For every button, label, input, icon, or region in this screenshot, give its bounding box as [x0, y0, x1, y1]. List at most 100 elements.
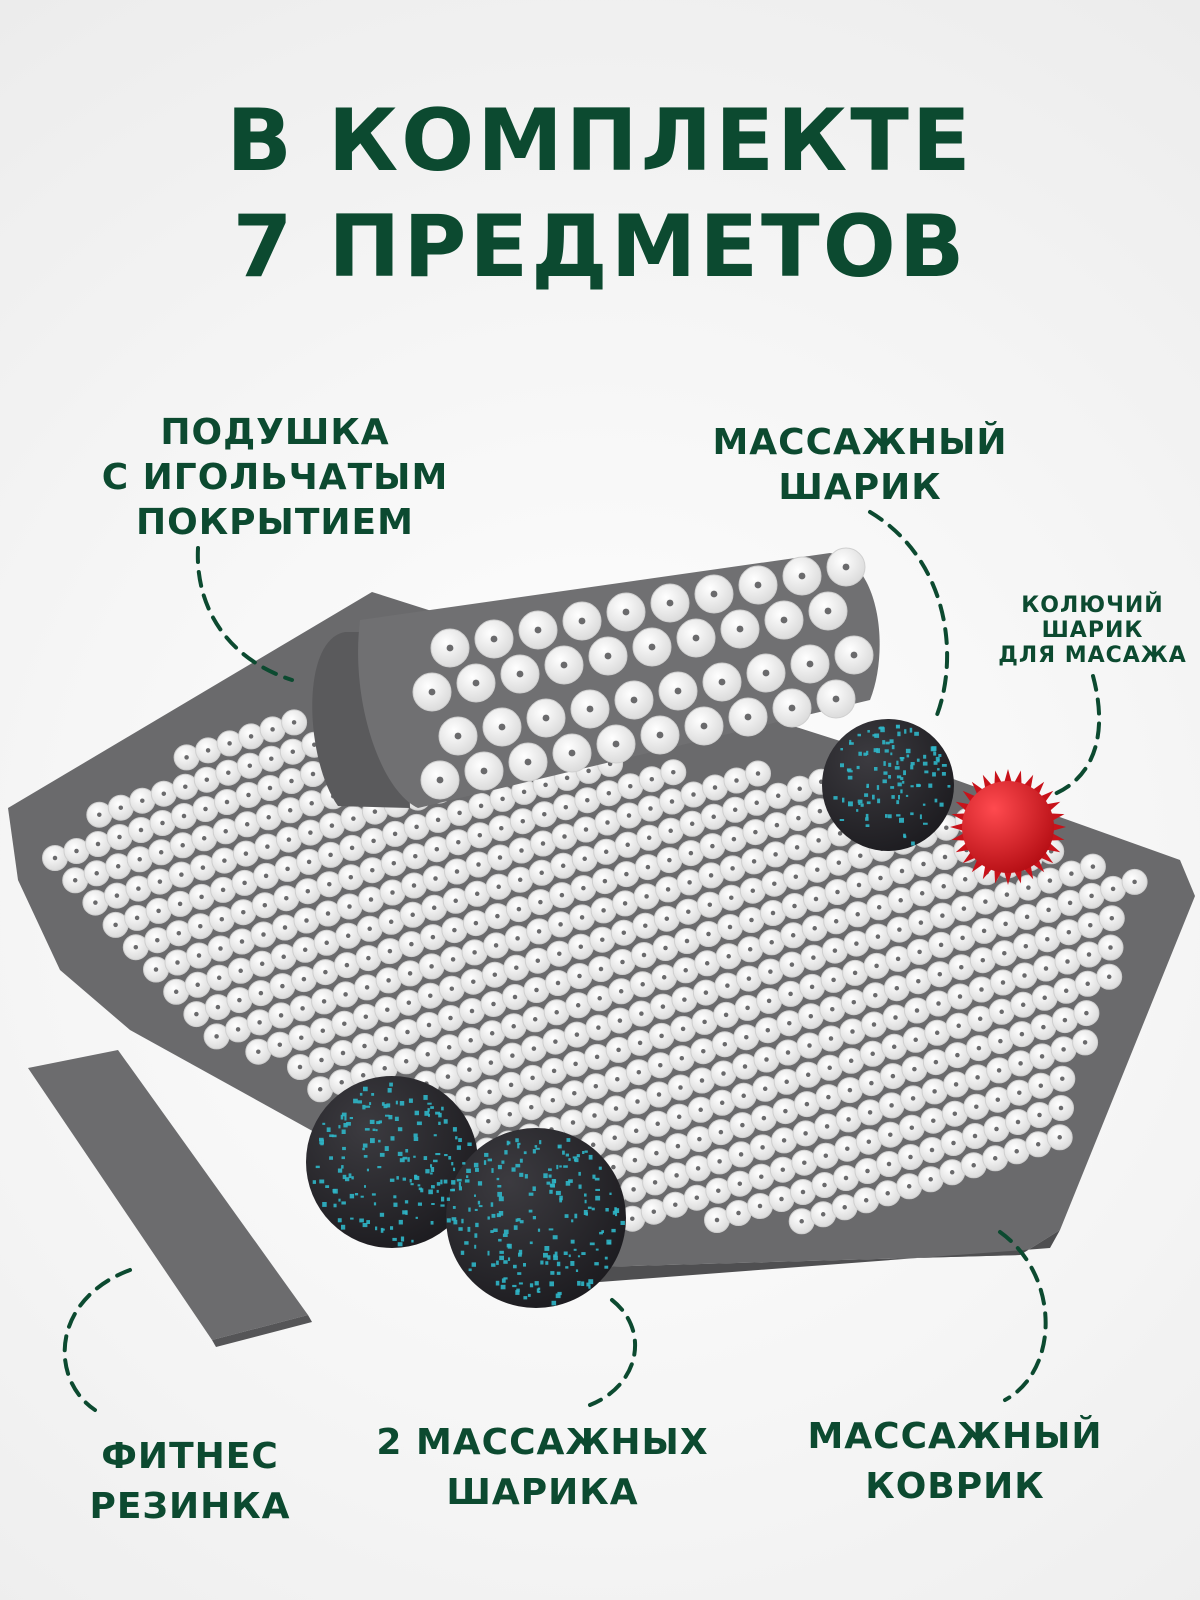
speckle	[562, 1150, 565, 1155]
mat-spike-hole	[652, 1180, 658, 1185]
mat-spike-hole	[807, 1043, 812, 1048]
mat-spike-hole	[585, 797, 590, 803]
mat-spike-hole	[465, 1096, 471, 1102]
speckle	[383, 1104, 388, 1109]
mat-spike-hole	[667, 857, 672, 863]
mat-spike-hole	[704, 961, 710, 966]
mat-spike-hole	[975, 1075, 980, 1080]
speckle	[315, 1165, 320, 1169]
speckle	[888, 775, 891, 779]
speckle	[478, 1205, 483, 1208]
speckle	[424, 1110, 430, 1116]
mat-spike-hole	[284, 895, 289, 901]
mat-spike-hole	[214, 1034, 219, 1039]
mat-spike-hole	[259, 961, 265, 967]
mat-spike-hole	[805, 1072, 811, 1078]
mat-spike-hole	[277, 1042, 283, 1047]
speckle	[858, 803, 861, 805]
mat-spike-hole	[796, 815, 801, 821]
mat-spike-hole	[347, 904, 352, 909]
speckle	[491, 1213, 496, 1218]
mat-spike-hole	[866, 1139, 872, 1144]
speckle	[882, 740, 886, 745]
label-mat: МАССАЖНЫЙ КОВРИК	[780, 1412, 1130, 1512]
double-ball-left	[306, 1076, 478, 1248]
speckle	[906, 754, 910, 758]
mat-spike-hole	[1046, 907, 1051, 913]
speckle	[396, 1176, 399, 1180]
speckle	[397, 1127, 403, 1132]
mat-spike-hole	[457, 810, 462, 816]
mat-spike-hole	[299, 1035, 304, 1040]
speckle	[527, 1293, 531, 1297]
mat-spike-hole	[308, 830, 313, 835]
speckle	[438, 1121, 441, 1125]
mat-spike-hole	[979, 987, 984, 992]
speckle	[427, 1108, 430, 1112]
mat-spike-hole	[833, 919, 839, 924]
speckle	[319, 1139, 324, 1145]
mat-spike-hole	[941, 884, 946, 889]
speckle	[446, 1218, 451, 1223]
mat-spike-hole	[454, 869, 460, 874]
mat-spike-hole	[703, 990, 709, 995]
pillow-spike-hole	[674, 687, 682, 695]
mat-spike-hole	[448, 1015, 453, 1021]
speckle	[872, 734, 877, 737]
mat-spike-hole	[934, 1030, 940, 1036]
speckle	[507, 1243, 512, 1249]
mat-spike-hole	[702, 1019, 707, 1025]
speckle	[847, 775, 853, 780]
mat-spike-hole	[602, 878, 608, 884]
mat-spike-hole	[349, 845, 355, 851]
speckle	[329, 1134, 334, 1137]
speckle	[461, 1218, 464, 1224]
label-massage-ball-line-2: ШАРИК	[778, 467, 942, 508]
mat-spike-hole	[1038, 1083, 1044, 1088]
mat-spike-hole	[976, 1045, 982, 1051]
mat-spike-hole	[655, 1121, 660, 1127]
speckle	[333, 1188, 338, 1194]
mat-spike-hole	[597, 996, 602, 1001]
speckle	[611, 1228, 616, 1233]
mat-spike-hole	[620, 959, 625, 965]
mat-spike-hole	[933, 1059, 939, 1065]
speckle	[935, 756, 940, 761]
mat-spike-hole	[762, 1086, 768, 1092]
mat-spike-hole	[344, 962, 350, 968]
speckle	[568, 1158, 571, 1161]
mat-spike-hole	[153, 967, 159, 972]
speckle	[417, 1202, 422, 1206]
red-spike	[1004, 769, 1012, 784]
speckle	[399, 1101, 405, 1106]
mat-spike-hole	[687, 880, 692, 885]
spiky-ball-spikes	[950, 769, 1066, 885]
speckle	[475, 1167, 479, 1172]
speckle	[410, 1183, 414, 1186]
speckle	[389, 1178, 395, 1182]
mat-spike-hole	[895, 956, 901, 962]
leader-double-ball	[588, 1298, 637, 1407]
speckle	[863, 752, 867, 756]
mat-spike-hole	[951, 1140, 956, 1146]
mat-spike-hole	[788, 991, 793, 997]
speckle	[594, 1262, 599, 1266]
mat-spike-hole	[52, 855, 58, 861]
mat-spike-hole	[1132, 879, 1137, 885]
speckle	[524, 1174, 528, 1179]
speckle	[448, 1156, 452, 1160]
mat-spike-hole	[755, 771, 761, 776]
speckle	[911, 841, 915, 846]
pillow-spike-hole	[586, 705, 594, 713]
speckle	[475, 1222, 479, 1228]
mat-spike-hole	[697, 1136, 702, 1142]
mat-spike-hole	[929, 1147, 935, 1153]
mat-spike-hole	[816, 838, 821, 843]
speckle	[865, 817, 869, 821]
speckle	[840, 763, 844, 768]
mat-spike-hole	[370, 867, 375, 873]
mat-spike-hole	[452, 927, 457, 933]
mat-spike-hole	[952, 1111, 958, 1116]
mat-spike-hole	[551, 1068, 557, 1074]
